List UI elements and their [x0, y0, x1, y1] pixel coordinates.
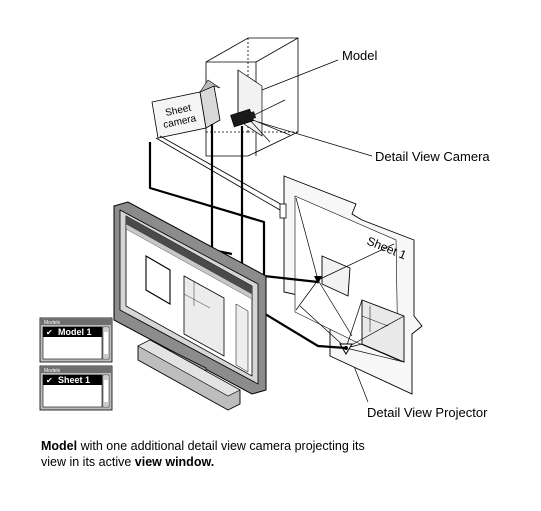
models-window-1-item[interactable]: Model 1: [58, 327, 92, 337]
model-1-check-icon: ✔: [46, 328, 53, 337]
sheet-camera-label-line1: Sheet: [164, 103, 192, 119]
figure-caption: Model with one additional detail view ca…: [41, 438, 481, 470]
detail-view-camera-label: Detail View Camera: [375, 149, 490, 164]
sheet-1: Sheet 1: [283, 175, 423, 395]
models-window-2-header: Models: [44, 368, 61, 374]
caption-tail-bold: view window.: [134, 455, 215, 469]
models-window-1-header: Models: [44, 320, 61, 326]
detail-view-projector-label: Detail View Projector: [367, 405, 488, 420]
sheet-camera: Sheet camera: [151, 79, 221, 139]
models-window-1[interactable]: Models ✔ Model 1: [39, 317, 113, 363]
caption-text-2: view in its active: [41, 455, 135, 469]
caption-lead-bold: Model: [41, 439, 78, 453]
monitor: [113, 201, 267, 411]
detail-view-camera: [230, 108, 257, 128]
sheet-1-check-icon: ✔: [46, 376, 53, 385]
models-window-2-item[interactable]: Sheet 1: [58, 375, 90, 385]
models-window-2[interactable]: Models ✔ Sheet 1: [39, 365, 113, 411]
caption-text-1: with one additional detail view camera p…: [77, 439, 365, 453]
model-label: Model: [342, 48, 378, 63]
